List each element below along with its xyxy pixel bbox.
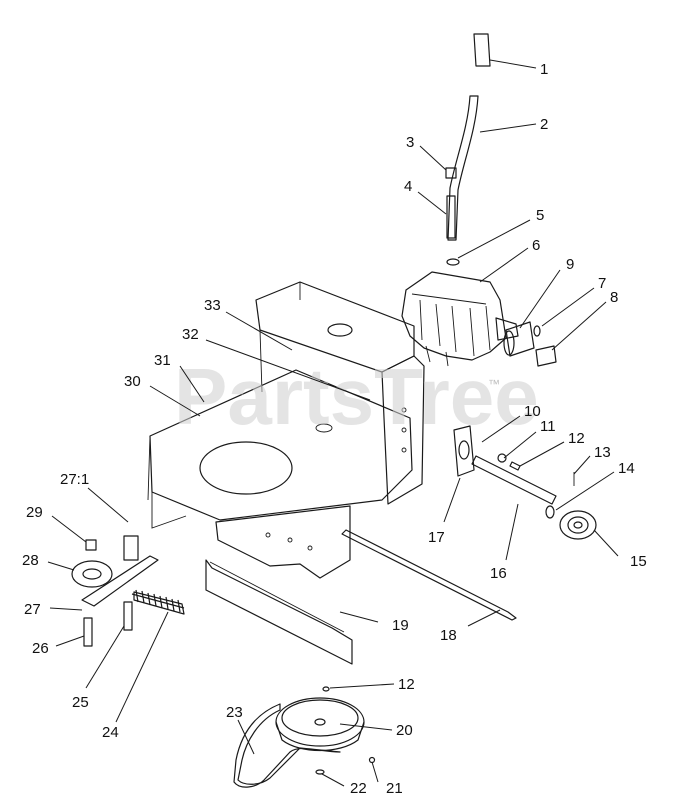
callout-26: 26: [32, 640, 49, 657]
callout-30: 30: [124, 373, 141, 390]
frame-front-box: [215, 505, 351, 579]
frame-side-wall: [381, 355, 425, 505]
pulley-screw: [368, 756, 376, 764]
callout-15: 15: [630, 553, 647, 570]
shift-lever-assembly: [445, 33, 491, 266]
callout-27: 27: [24, 601, 41, 618]
callout-7: 7: [598, 275, 606, 292]
callout-10: 10: [524, 403, 541, 420]
callout-21: 21: [386, 780, 403, 797]
callout-24: 24: [102, 724, 119, 741]
coupler-pin: [533, 325, 541, 337]
callout-14: 14: [618, 460, 635, 477]
callout-11: 11: [540, 418, 556, 435]
callout-8: 8: [610, 289, 618, 306]
coupler-sleeve: [505, 321, 535, 357]
callout-16: 16: [490, 565, 507, 582]
idler-bolt: [83, 617, 93, 647]
pulley-washer: [315, 769, 325, 775]
pivot-pin: [123, 601, 133, 631]
shaft-nut: [497, 453, 507, 463]
shift-lever: [447, 95, 479, 241]
coupler-hub: [535, 345, 557, 367]
pulley-key: [322, 686, 330, 692]
frame-hole: [327, 323, 353, 337]
lever-bolt: [446, 195, 456, 239]
callout-33: 33: [204, 297, 221, 314]
callout-5: 5: [536, 207, 544, 224]
callout-19: 19: [392, 617, 409, 634]
callout-12-upper: 12: [568, 430, 585, 447]
callout-4: 4: [404, 178, 412, 195]
drive-pulley: [559, 510, 597, 540]
control-rod: [341, 529, 517, 621]
leader-lines: [47, 59, 619, 787]
transmission-output: [495, 317, 519, 341]
callout-13: 13: [594, 444, 611, 461]
main-pulley: [275, 697, 365, 747]
frame: [147, 281, 425, 665]
drive-shaft-assembly: [453, 425, 597, 540]
shaft-key: [509, 461, 521, 471]
callout-12-lower: 12: [398, 676, 415, 693]
callout-labels: 1 2 3 4 5 6 9 7 8 33 32 31 30 10 11 12 1…: [22, 61, 647, 797]
watermark-text: PartsTree: [174, 352, 539, 441]
belt-assembly: [233, 686, 376, 788]
transmission-case: [401, 271, 507, 361]
callout-29: 29: [26, 504, 43, 521]
idler-assembly: [71, 535, 185, 647]
callout-25: 25: [72, 694, 89, 711]
frame-deck: [149, 369, 413, 521]
callout-9: 9: [566, 256, 574, 273]
callout-1: 1: [540, 61, 548, 78]
callout-2: 2: [540, 116, 548, 133]
callout-31: 31: [154, 352, 171, 369]
callout-3: 3: [406, 134, 414, 151]
idler-nut: [85, 539, 97, 551]
spacer-ring: [545, 505, 555, 519]
lever-grip: [473, 33, 491, 67]
lever-washer: [446, 258, 460, 266]
callout-20: 20: [396, 722, 413, 739]
callout-27-1: 27:1: [60, 471, 89, 488]
callout-32: 32: [182, 326, 199, 343]
callout-28: 28: [22, 552, 39, 569]
idler-pulley: [71, 560, 113, 588]
callout-22: 22: [350, 780, 367, 797]
idler-spring: [131, 589, 185, 613]
lever-nut: [445, 167, 457, 179]
idler-arm: [81, 555, 159, 607]
pivot-bushing: [123, 535, 139, 561]
drive-shaft: [471, 455, 557, 505]
bottom-plate: [205, 559, 353, 665]
watermark-trademark: ™: [488, 377, 500, 391]
callout-6: 6: [532, 237, 540, 254]
callout-17: 17: [428, 529, 445, 546]
frame-opening: [199, 441, 293, 495]
callout-23: 23: [226, 704, 243, 721]
transmission: [401, 271, 519, 367]
callout-18: 18: [440, 627, 457, 644]
bearing-flange: [453, 425, 475, 477]
